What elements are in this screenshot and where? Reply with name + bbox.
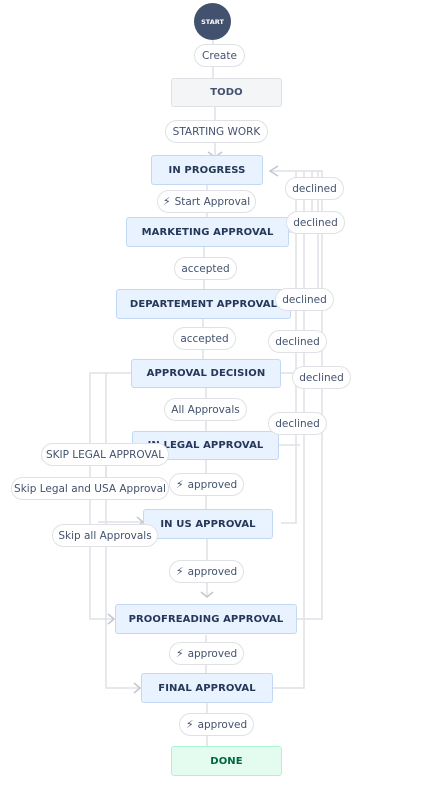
status-marketing-label: MARKETING APPROVAL [141,226,274,238]
status-proofreading-approval[interactable]: PROOFREADING APPROVAL [115,604,297,634]
transition-starting-work[interactable]: STARTING WORK [165,120,268,143]
status-departement-label: DEPARTEMENT APPROVAL [129,298,278,310]
transition-declined-6-label: declined [275,417,320,430]
transition-declined-2[interactable]: declined [286,211,345,234]
start-node[interactable]: START [194,3,231,40]
transition-declined-5[interactable]: declined [292,366,351,389]
status-marketing-approval[interactable]: MARKETING APPROVAL [126,217,289,247]
status-todo-label: TODO [210,87,243,98]
transition-approved-legal-label: approved [187,478,238,491]
transition-declined-4-label: declined [275,335,320,348]
transition-skip-legal-approval[interactable]: SKIP LEGAL APPROVAL [41,443,169,466]
transition-create[interactable]: Create [194,44,245,67]
transition-all-approvals-label: All Approvals [171,403,240,416]
status-todo[interactable]: TODO [171,78,282,107]
status-proofreading-label: PROOFREADING APPROVAL [128,613,284,625]
status-legal-label: IN LEGAL APPROVAL [147,440,264,451]
transition-accepted-2[interactable]: accepted [173,327,236,350]
transition-declined-3-label: declined [282,293,327,306]
transition-starting-work-label: STARTING WORK [172,125,261,138]
status-in-progress-label: IN PROGRESS [168,164,246,176]
transition-skip-legal-label: SKIP LEGAL APPROVAL [45,448,165,461]
transition-declined-1[interactable]: declined [285,177,344,200]
lightning-bolt-icon: ⚡ [162,195,171,208]
transition-approved-us-label: approved [187,565,238,578]
status-in-progress[interactable]: IN PROGRESS [151,155,263,185]
status-in-legal-approval[interactable]: IN LEGAL APPROVAL [132,431,279,460]
status-departement-approval[interactable]: DEPARTEMENT APPROVAL [116,289,291,319]
transition-accepted-2-label: accepted [180,332,229,345]
lightning-bolt-icon: ⚡ [175,647,184,660]
transition-accepted-1-label: accepted [181,262,230,275]
status-us-label: IN US APPROVAL [160,518,256,530]
transition-declined-4[interactable]: declined [268,330,327,353]
status-approval-decision[interactable]: APPROVAL DECISION [131,359,281,388]
status-decision-label: APPROVAL DECISION [146,368,266,379]
transition-declined-2-label: declined [293,216,338,229]
transition-declined-5-label: declined [299,371,344,384]
status-final-approval[interactable]: FINAL APPROVAL [141,673,273,703]
lightning-bolt-icon: ⚡ [175,478,184,491]
transition-skip-legal-usa-label: Skip Legal and USA Approval [14,482,166,495]
start-label: START [201,17,224,26]
transition-approved-final-label: approved [197,718,248,731]
status-final-label: FINAL APPROVAL [158,682,256,694]
transition-create-label: Create [202,49,237,62]
transition-start-approval[interactable]: ⚡Start Approval [157,190,256,213]
transition-declined-6[interactable]: declined [268,412,327,435]
transition-declined-3[interactable]: declined [275,288,334,311]
transition-all-approvals[interactable]: All Approvals [164,398,247,421]
status-in-us-approval[interactable]: IN US APPROVAL [143,509,273,539]
transition-start-approval-label: Start Approval [174,195,251,208]
lightning-bolt-icon: ⚡ [175,565,184,578]
transition-approved-proofreading-label: approved [187,647,238,660]
transition-declined-1-label: declined [292,182,337,195]
transition-approved-final[interactable]: ⚡approved [179,713,254,736]
transition-skip-all-approvals[interactable]: Skip all Approvals [52,524,158,547]
status-done[interactable]: DONE [171,746,282,776]
transition-skip-all-label: Skip all Approvals [58,529,152,542]
transition-skip-legal-and-usa[interactable]: Skip Legal and USA Approval [11,477,169,500]
transition-approved-legal[interactable]: ⚡approved [169,473,244,496]
lightning-bolt-icon: ⚡ [185,718,194,731]
transition-approved-us[interactable]: ⚡approved [169,560,244,583]
transition-accepted-1[interactable]: accepted [174,257,237,280]
transition-approved-proofreading[interactable]: ⚡approved [169,642,244,665]
status-done-label: DONE [210,755,243,767]
